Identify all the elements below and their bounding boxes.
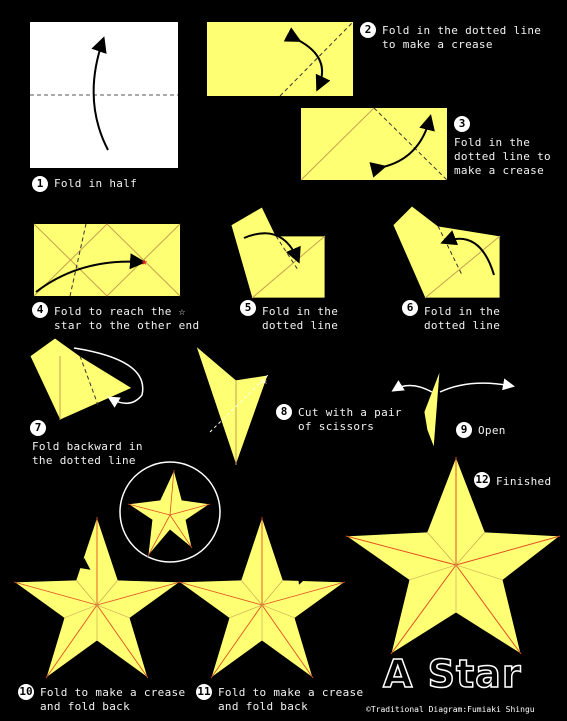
step-number-2: 2: [360, 22, 376, 38]
step-9-cut-piece: [391, 369, 515, 449]
step-number-11: 11: [196, 684, 212, 700]
step-10-star: [12, 515, 182, 680]
step-number-4: 4: [32, 302, 48, 318]
step-1-paper-square: [30, 22, 178, 168]
step-number-10: 10: [18, 684, 34, 700]
step-2-rectangle: [207, 21, 354, 97]
step-6-folded: [392, 205, 501, 299]
step-11-star: [177, 515, 347, 680]
step-number-8: 8: [276, 404, 292, 420]
step-label-6: Fold in the dotted line: [424, 305, 501, 332]
step-label-5: Fold in the dotted line: [262, 305, 339, 332]
step-label-1: Fold in half: [54, 177, 138, 190]
step-number-1: 1: [32, 176, 48, 192]
diagram-title: A Star: [382, 651, 522, 697]
step-number-6: 6: [402, 300, 418, 316]
step-12-finished-star: [344, 455, 562, 655]
step-4-rectangle: ★: [33, 223, 181, 297]
step-number-5: 5: [240, 300, 256, 316]
inset-detail-circle: [119, 461, 221, 563]
svg-text:★: ★: [141, 255, 148, 268]
step-number-7: 7: [30, 420, 46, 436]
step-label-10: Fold to make a crease and fold back: [40, 686, 186, 713]
step-number-12: 12: [474, 472, 490, 488]
step-label-2: Fold in the dotted line to make a crease: [382, 24, 542, 51]
step-number-9: 9: [456, 422, 472, 438]
step-label-3: Fold in the dotted line to make a crease: [454, 136, 551, 177]
step-7-folded: [29, 337, 144, 421]
step-label-8: Cut with a pair of scissors: [298, 406, 402, 433]
step-label-7: Fold backward in the dotted line: [32, 440, 143, 467]
step-label-9: Open: [478, 424, 506, 437]
step-label-11: Fold to make a crease and fold back: [218, 686, 364, 713]
diagram-credit: ©Traditional Diagram:Fumiaki Shingu: [366, 705, 535, 714]
step-3-rectangle: [300, 107, 448, 181]
step-label-4: Fold to reach the ☆ star to the other en…: [54, 305, 200, 332]
step-label-12: Finished: [496, 475, 552, 488]
step-5-folded: [230, 206, 326, 299]
step-number-3: 3: [454, 116, 470, 132]
svg-text:✂: ✂: [260, 375, 267, 389]
step-8-folded: ✂: [195, 344, 269, 467]
